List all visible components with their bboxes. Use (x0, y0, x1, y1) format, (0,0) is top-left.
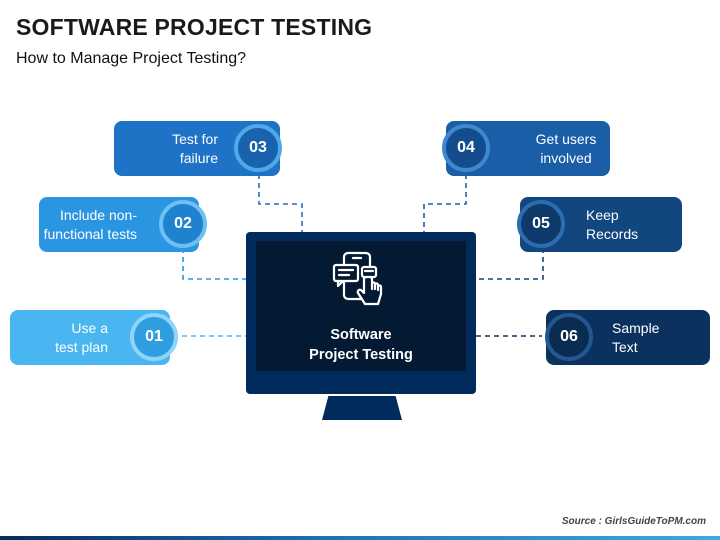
center-label-line2: Project Testing (309, 347, 413, 363)
step-04-line1: Get users (535, 130, 597, 147)
source-note: Source : GirlsGuideToPM.com (561, 516, 706, 527)
step-01-line1: Use a (71, 319, 108, 336)
monitor-screen: Software Project Testing (256, 241, 466, 371)
step-05-line1: Keep (586, 206, 619, 223)
step-05-badge: 05 (517, 200, 565, 248)
step-01-badge: 01 (130, 313, 178, 361)
step-02-badge: 02 (159, 200, 207, 248)
connector-03 (258, 174, 303, 232)
connector-05 (476, 248, 544, 280)
center-label-line1: Software (330, 327, 392, 343)
step-02-line2: functional tests (43, 225, 137, 242)
step-03-line2: failure (179, 149, 218, 166)
step-06-badge: 06 (545, 313, 593, 361)
page-subtitle: How to Manage Project Testing? (16, 50, 247, 67)
page-title: SOFTWARE PROJECT TESTING (16, 14, 373, 40)
monitor-stand (322, 396, 402, 420)
step-06-line2: Text (612, 338, 638, 355)
connector-02 (182, 248, 246, 280)
monitor: Software Project Testing (246, 232, 476, 394)
step-04-badge: 04 (442, 124, 490, 172)
mobile-touch-chat-icon (332, 251, 383, 306)
step-04-line2: involved (540, 149, 592, 166)
bottom-accent-bar (0, 536, 720, 540)
connector-04 (423, 174, 467, 232)
step-05-line2: Records (586, 225, 639, 242)
step-03-line1: Test for (172, 130, 218, 147)
step-02-line1: Include non- (59, 206, 137, 223)
step-06-line1: Sample (612, 319, 660, 336)
step-03-badge: 03 (234, 124, 282, 172)
step-01-line2: test plan (55, 338, 108, 355)
